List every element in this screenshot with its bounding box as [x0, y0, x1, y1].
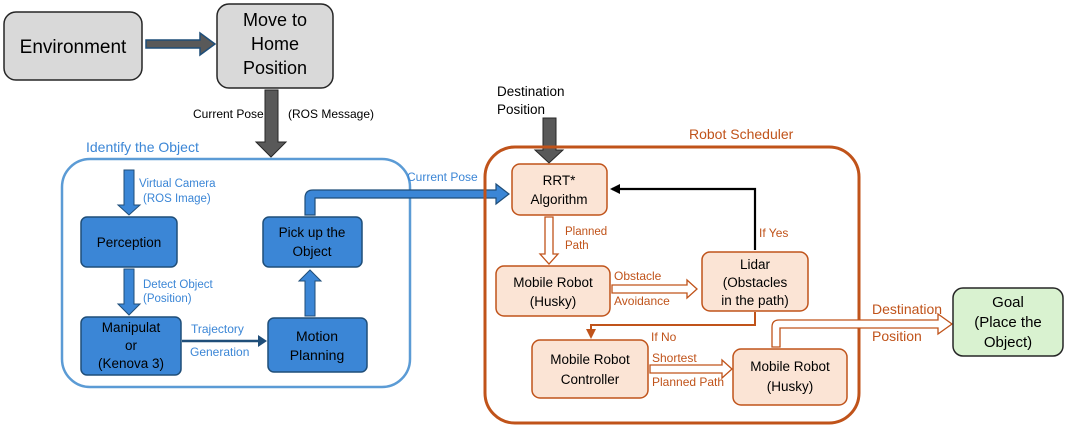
- manipulator-node: Manipulat or (Kenova 3): [80, 316, 182, 376]
- destination-label-1: Destination: [497, 84, 565, 99]
- arrow-pickup-to-rrt: [304, 182, 510, 216]
- goal-destination-label-2: Position: [872, 328, 922, 344]
- arrow-home-to-identify: [254, 89, 288, 158]
- scheduler-title: Robot Scheduler: [689, 126, 794, 142]
- arrow-destination-to-rrt: [533, 117, 565, 164]
- trajectory-label-2: Generation: [190, 345, 249, 359]
- environment-label: Environment: [20, 37, 127, 58]
- obstacle-label-2: Avoidance: [614, 294, 670, 308]
- arrow-lidar-to-rrt-yes: [610, 184, 757, 250]
- home-line-1: Move to: [243, 10, 307, 30]
- virtual-camera-label-2: (ROS Image): [143, 193, 211, 205]
- rrt-line-1: RRT*: [543, 173, 577, 188]
- lidar-node: Lidar (Obstacles in the path): [701, 251, 809, 312]
- pickup-node: Pick up the Object: [262, 216, 363, 268]
- arrow-camera-to-perception: [116, 169, 142, 216]
- goal-line-1: Goal: [992, 294, 1024, 311]
- lidar-line-3: in the path): [721, 293, 789, 308]
- arrow-rrt-to-mobile-robot-1: [538, 216, 560, 265]
- home-position-node: Move to Home Position: [216, 3, 334, 89]
- virtual-camera-label-1: Virtual Camera: [139, 178, 216, 190]
- mobile-robot-2-node: Mobile Robot (Husky): [732, 348, 848, 406]
- mobile-robot-1-line-2: (Husky): [530, 294, 577, 309]
- controller-node: Mobile Robot Controller: [531, 339, 649, 399]
- mobile-robot-1-node: Mobile Robot (Husky): [495, 265, 611, 317]
- arrow-mobile-robot-to-goal: [771, 312, 954, 348]
- perception-node: Perception: [80, 216, 178, 268]
- detect-object-label-1: Detect Object: [143, 279, 213, 291]
- arrow-perception-to-manipulator: [116, 268, 142, 316]
- lidar-line-2: (Obstacles: [723, 275, 788, 290]
- arrow-mobile-robot-to-lidar: [611, 278, 698, 300]
- lidar-line-1: Lidar: [740, 257, 771, 272]
- if-no-label: If No: [651, 330, 677, 344]
- identify-container: [60, 157, 412, 389]
- planned-path-label-1: Planned: [565, 226, 607, 238]
- goal-node: Goal (Place the Object): [952, 287, 1064, 357]
- manipulator-line-3: (Kenova 3): [98, 356, 164, 371]
- ros-message-label: (ROS Message): [288, 107, 374, 121]
- motion-line-2: Planning: [290, 347, 345, 363]
- rrt-node: RRT* Algorithm: [511, 163, 608, 216]
- rrt-line-2: Algorithm: [530, 192, 587, 207]
- arrow-motion-to-pickup: [297, 269, 323, 317]
- identify-title: Identify the Object: [86, 139, 199, 155]
- environment-node: Environment: [3, 11, 143, 81]
- scheduler-container: [483, 145, 861, 425]
- shortest-label-2: Planned Path: [652, 375, 724, 389]
- mobile-robot-2-line-2: (Husky): [767, 379, 814, 394]
- mobile-robot-2-line-1: Mobile Robot: [750, 359, 830, 374]
- trajectory-label-1: Trajectory: [191, 322, 244, 336]
- motion-planning-node: Motion Planning: [267, 317, 368, 373]
- arrow-environment-to-home: [145, 31, 217, 57]
- current-pose-label: Current Pose: [193, 107, 264, 121]
- goal-line-3: Object): [984, 334, 1032, 351]
- pickup-line-1: Pick up the: [279, 225, 346, 240]
- pickup-line-2: Object: [292, 244, 331, 259]
- if-yes-label: If Yes: [759, 226, 788, 240]
- current-pose-label-2: Current Pose: [407, 170, 478, 184]
- arrow-lidar-to-controller-no: [586, 312, 756, 339]
- destination-label-2: Position: [497, 102, 545, 117]
- arrow-manipulator-to-motion: [182, 335, 267, 347]
- controller-line-2: Controller: [561, 372, 620, 387]
- mobile-robot-1-line-1: Mobile Robot: [513, 275, 593, 290]
- home-line-3: Position: [243, 58, 307, 78]
- home-line-2: Home: [251, 34, 299, 54]
- shortest-label-1: Shortest: [652, 351, 697, 365]
- goal-line-2: (Place the: [974, 314, 1042, 331]
- controller-line-1: Mobile Robot: [550, 352, 630, 367]
- obstacle-label-1: Obstacle: [614, 269, 662, 283]
- manipulator-line-2: or: [125, 338, 138, 353]
- arrow-controller-to-mobile-robot-2: [649, 358, 733, 380]
- planned-path-label-2: Path: [565, 240, 589, 252]
- manipulator-line-1: Manipulat: [102, 320, 161, 335]
- detect-object-label-2: (Position): [143, 293, 192, 305]
- perception-label: Perception: [97, 235, 162, 250]
- goal-destination-label-1: Destination: [872, 301, 942, 317]
- motion-line-1: Motion: [296, 328, 338, 344]
